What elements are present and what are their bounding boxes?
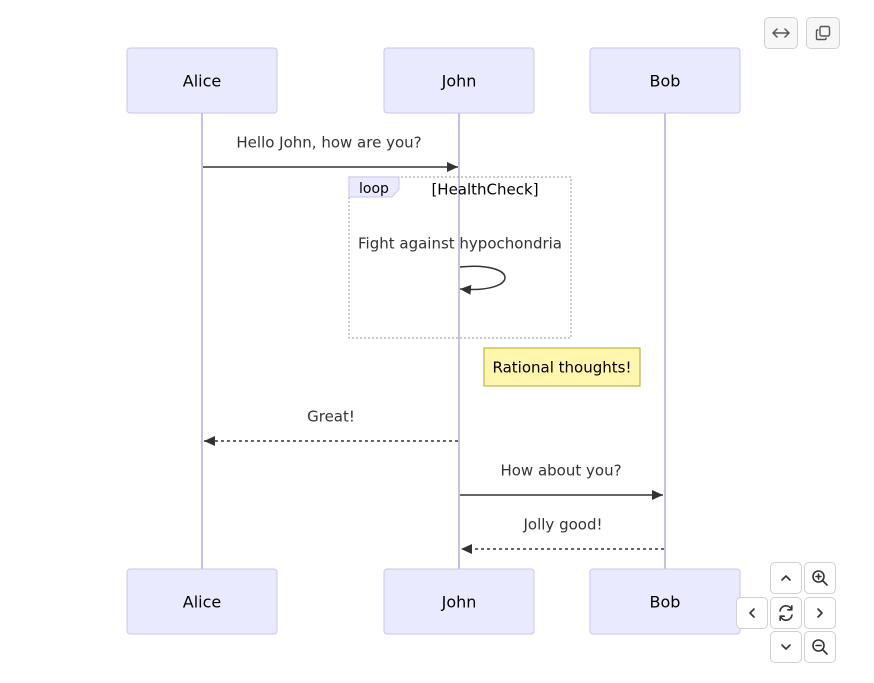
zoom-in-icon <box>812 570 828 586</box>
message-label: Hello John, how are you? <box>236 134 421 152</box>
actor-alice-bottom: Alice <box>126 568 278 635</box>
copy-icon <box>815 25 831 41</box>
actor-label: John <box>441 593 477 612</box>
loop-condition: [HealthCheck] <box>431 181 538 199</box>
chevron-right-icon <box>817 608 823 618</box>
pan-down-button[interactable] <box>770 631 802 663</box>
zoom-out-icon <box>812 639 828 655</box>
zoom-in-button[interactable] <box>804 562 836 594</box>
message-label: How about you? <box>500 462 621 480</box>
loop-keyword: loop <box>359 181 389 197</box>
self-message-arrow <box>459 265 506 295</box>
actor-john-top: John <box>383 47 535 114</box>
actor-john-bottom: John <box>383 568 535 635</box>
actor-bob-bottom: Bob <box>589 568 741 635</box>
refresh-icon <box>779 605 793 621</box>
pan-left-button[interactable] <box>736 597 768 629</box>
note-text: Rational thoughts! <box>493 359 632 377</box>
fit-width-button[interactable] <box>764 17 798 49</box>
pan-right-button[interactable] <box>804 597 836 629</box>
actor-alice-top: Alice <box>126 47 278 114</box>
note: Rational thoughts! <box>483 347 641 387</box>
chevron-left-icon <box>749 608 755 618</box>
pan-up-button[interactable] <box>770 562 802 594</box>
loop-frame: loop [HealthCheck] <box>348 176 572 339</box>
actor-label: Bob <box>650 72 681 91</box>
message-label: Great! <box>307 408 355 426</box>
horizontal-arrows-icon <box>772 28 790 38</box>
reset-view-button[interactable] <box>770 597 802 629</box>
chevron-down-icon <box>781 644 791 650</box>
actor-label: Alice <box>183 593 221 612</box>
actor-label: Alice <box>183 72 221 91</box>
actor-label: Bob <box>650 593 681 612</box>
zoom-out-button[interactable] <box>804 631 836 663</box>
chevron-up-icon <box>781 575 791 581</box>
message-label: Jolly good! <box>523 516 603 534</box>
message-label: Fight against hypochondria <box>358 235 562 253</box>
actor-label: John <box>441 72 477 91</box>
copy-button[interactable] <box>806 17 840 49</box>
actor-bob-top: Bob <box>589 47 741 114</box>
